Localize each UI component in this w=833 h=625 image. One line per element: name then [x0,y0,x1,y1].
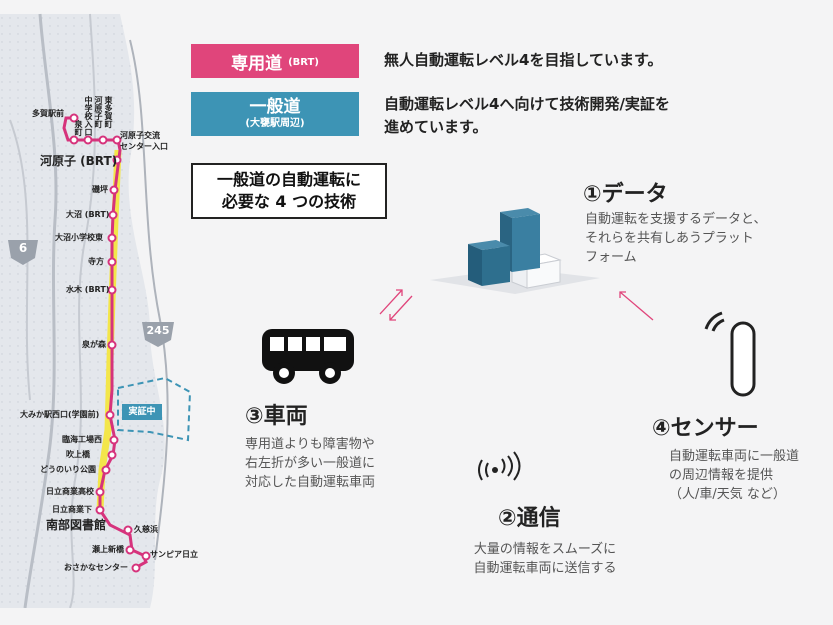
pillar-comm-desc-1: 大量の情報をスムーズに [473,542,617,557]
station-isohara: 磯坪 [92,185,108,194]
label-chugakko: 中学校入口 [84,96,93,136]
station-rinkai: 臨海工場西 [62,435,102,444]
legend-general-description-1: 自動運転レベル4へ向けて技術開発/実証を [384,95,670,113]
title-line-2: 必要な 4 つの技術 [221,192,357,211]
station-hitachi-commerce-shita: 日立商業下 [52,505,92,514]
station-fukiage: 吹上橋 [66,450,90,459]
station-nanbu-library: 南部図書館 [46,518,107,532]
legend-brt-description: 無人自動運転レベル4を目指しています。 [384,51,663,69]
station-hitachi-commerce-hs: 日立商業高校 [46,487,94,496]
legend-brt-sub: (BRT) [288,57,319,68]
station-mizuki-brt: 水木 (BRT) [66,285,110,294]
pillar-vehicle-title: ③車両 [245,404,308,429]
station-kawarago-brt: 河原子 (BRT) [40,154,118,168]
station-segami: 瀬上新橋 [92,545,124,554]
label-higashitaga: 東多賀町 [104,96,113,128]
pillar-comm-desc-2: 自動運転車両に送信する [473,561,617,576]
pillar-sensor-desc-3: （人/車/天気 など） [669,487,786,502]
station-kawarago-center: 河原子交流 [120,131,160,140]
station-omika-west: 大みか駅西口(学園前) [20,410,100,419]
title-line-1: 一般道の自動運転に [216,170,361,189]
station-taga: 多賀駅前 [32,109,64,118]
station-onuma-school: 大沼小学校東 [55,233,103,242]
pillar-vehicle-desc-2: 右左折が多い一般道に [245,456,376,471]
station-terakata: 寺方 [88,257,104,266]
pillar-data-desc-2: それらを共有しあうプラット [585,231,754,246]
route-245-sign: 245 [146,324,170,337]
station-kawarago-center2: センター入口 [120,142,168,151]
pillar-comm-title: ②通信 [498,506,561,531]
legend-brt-badge: 専用道 (BRT) [191,44,359,78]
pillar-sensor-desc-2: の周辺情報を提供 [669,468,774,483]
station-osakana: おさかなセンター [64,563,128,572]
legend-general-badge: 一般道 (大甕駅周辺) [191,92,359,136]
pillar-vehicle-desc-3: 対応した自動運転車両 [245,475,376,490]
station-izumigamori: 泉が森 [82,340,106,349]
demo-area-badge: 実証中 [122,404,162,420]
pillar-vehicle-desc-1: 専用道よりも障害物や [245,437,375,452]
data-cubes-icon [430,208,600,294]
signal-icon [478,451,521,481]
legend-brt-label: 専用道 [231,53,283,74]
pillar-data-desc-3: フォーム [585,250,637,265]
station-sunpia: サンピア日立 [150,550,198,559]
title-box: 一般道の自動運転に 必要な 4 つの技術 [191,163,387,219]
connection-arrows [379,289,654,321]
pillar-sensor-desc-1: 自動運転車両に一般道 [669,449,800,464]
label-izumi-machi: 泉町 [74,120,83,136]
route-6-sign: 6 [18,241,28,255]
pillar-sensor-title: ④センサー [652,416,759,441]
legend-general-label: 一般道 [249,97,301,117]
station-kujihama: 久慈浜 [134,525,158,534]
legend-general-description-2: 進めています。 [384,118,488,136]
station-onuma-brt: 大沼 (BRT) [66,210,110,219]
pillar-data-title: ①データ [583,182,668,207]
bus-icon [262,329,354,384]
pillar-data-desc-1: 自動運転を支援するデータと、 [585,212,767,227]
label-kawarago-machi: 河原子町 [94,96,103,128]
legend-general-sub: (大甕駅周辺) [245,118,305,129]
sensor-icon [704,311,756,397]
station-dounoiri: どうのいり公園 [40,465,96,474]
